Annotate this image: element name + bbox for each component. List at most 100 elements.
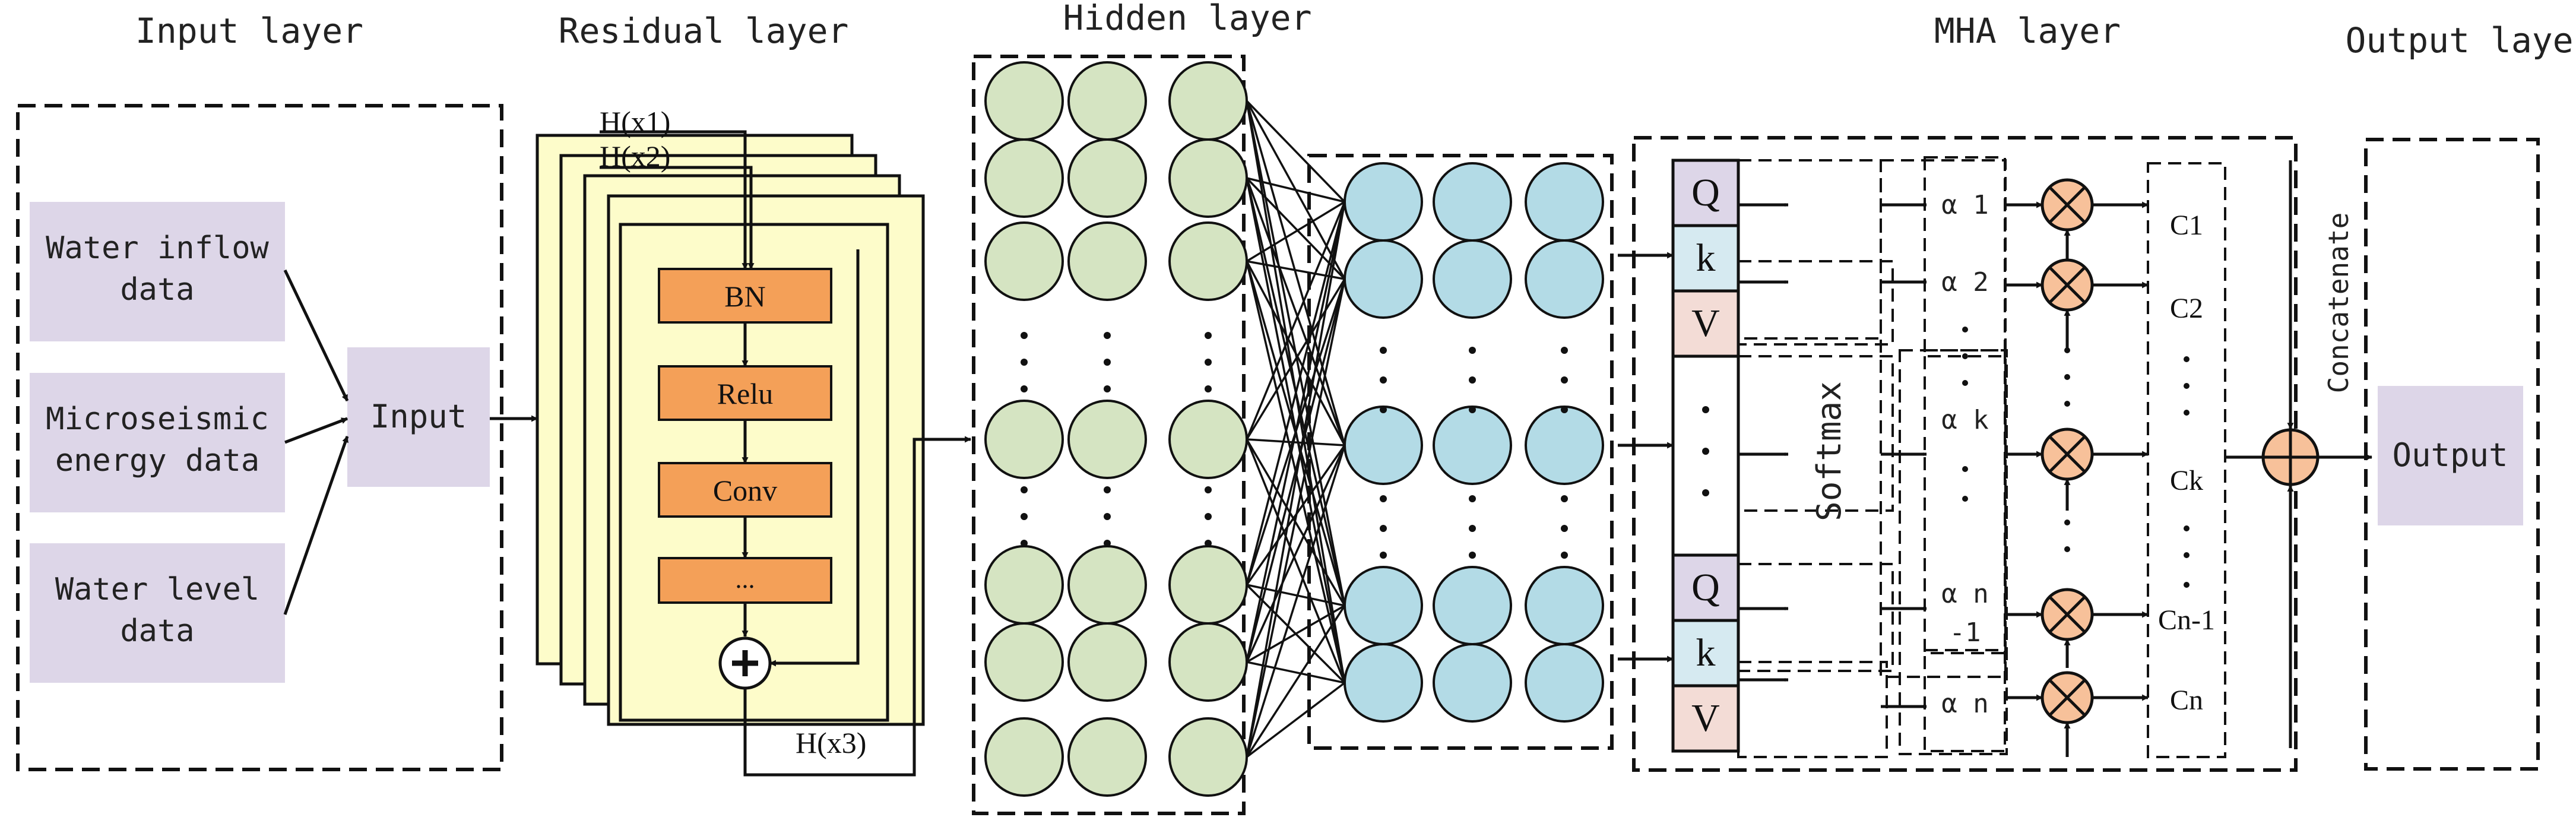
neuron-green [1168, 545, 1248, 625]
q-box-top [1671, 159, 1740, 227]
microseismic-label-2: energy data [55, 443, 259, 479]
multiply-ellipsis-dot [2064, 401, 2070, 407]
connection-line [1246, 278, 1346, 663]
arrow-inflow-to-input [283, 269, 349, 402]
circle-times-icon-stroke [2048, 596, 2086, 634]
neuron-green [984, 717, 1064, 797]
neuron-ellipsis-dot [1205, 332, 1212, 339]
neuron-ellipsis-dot [1104, 385, 1111, 392]
alpha-ellipsis-dot-3 [1962, 380, 1968, 386]
c-ellipsis-dot-2 [2184, 383, 2190, 389]
water-level-label-1: Water level [55, 572, 259, 607]
output-box-label: Output [2392, 436, 2508, 474]
ck-label: Ck [2170, 465, 2203, 496]
neuron-ellipsis-dot [1561, 525, 1568, 532]
mha-layer: Q k V Q k V Softmax α 1 [1618, 136, 2373, 772]
neuron-green [984, 138, 1064, 218]
neuron-green [984, 545, 1064, 625]
connection-line [1246, 605, 1346, 758]
neuron-ellipsis-dots [1021, 332, 1568, 559]
context-block [2147, 162, 2226, 758]
residual-layer: H(x1) H(x2) BN Relu Conv ... H(x3) [536, 105, 972, 777]
neuron-ellipsis-dot [1380, 376, 1387, 384]
connection-line [1246, 278, 1346, 758]
neuron-green [984, 400, 1064, 479]
neuron-blue [1344, 162, 1423, 242]
neuron-ellipsis-dot [1469, 495, 1476, 502]
neuron-green [1067, 138, 1147, 218]
input-box-label: Input [370, 398, 467, 435]
neuron-blue [1433, 566, 1512, 645]
neuron-blue [1433, 162, 1512, 242]
conv-box [658, 462, 832, 518]
output-layer-title: Output layer [2345, 20, 2576, 61]
bn-label: BN [724, 280, 765, 313]
neuron-ellipsis-dot [1021, 385, 1028, 392]
neuron-blue [1433, 406, 1512, 485]
qkv-ellipsis-dot-3 [1702, 489, 1709, 496]
head-block-2 [1737, 260, 1894, 346]
neuron-green [1168, 61, 1248, 141]
neuron-ellipsis-dot [1380, 347, 1387, 354]
neuron-blue [1344, 406, 1423, 485]
head-block-1 [1737, 159, 1882, 340]
multiply-ellipsis-dot [2064, 520, 2070, 525]
neuron-ellipsis-dot [1104, 359, 1111, 366]
c-ellipsis-dot-3 [2184, 410, 2190, 416]
h-x3-label: H(x3) [796, 726, 866, 759]
cn-1-label: Cn-1 [2158, 604, 2215, 636]
output-layer-frame [2364, 138, 2540, 771]
k-label-bottom: k [1696, 631, 1716, 674]
connection-line [1246, 178, 1346, 446]
k-label-top: k [1696, 236, 1716, 280]
neuron-ellipsis-dot [1205, 540, 1212, 547]
c-ellipsis-dot-5 [2184, 552, 2190, 558]
neuron-green [1067, 622, 1147, 702]
multiply-ellipsis-dot [2064, 374, 2070, 380]
arrow-h-x2-to-bn [600, 166, 755, 270]
microseismic-box [30, 373, 285, 512]
circle-times-icon-stroke [2048, 186, 2086, 224]
v-label-bottom: V [1691, 696, 1720, 740]
neuron-ellipsis-dot [1021, 513, 1028, 520]
head-block-k [1737, 355, 1894, 512]
neuron-ellipsis-dot [1205, 359, 1212, 366]
alpha-ellipsis-dot-4 [1962, 466, 1968, 472]
q-box-bottom [1671, 553, 1740, 622]
connection-line [1246, 201, 1346, 758]
conv-label: Conv [713, 474, 777, 507]
c1-label: C1 [2170, 210, 2203, 241]
qkv-ellipsis-dot-1 [1702, 406, 1709, 413]
neuron-green [1168, 717, 1248, 797]
neuron-ellipsis-dot [1021, 359, 1028, 366]
mha-layer-title: MHA layer [1934, 11, 2121, 51]
neuron-green [984, 61, 1064, 141]
neuron-green [1168, 400, 1248, 479]
arrow-residual-to-hidden [743, 436, 972, 777]
neuron-ellipsis-dot [1021, 486, 1028, 493]
alpha-2-label: α 2 [1941, 267, 1988, 297]
full-connection-mesh [1246, 100, 1346, 758]
input-layer-frame [16, 104, 503, 771]
neuron-ellipsis-dot [1380, 552, 1387, 559]
neuron-ellipsis-dot [1380, 525, 1387, 532]
connection-line [1246, 445, 1346, 663]
input-box [347, 347, 490, 487]
arrow-level-to-input [283, 435, 349, 615]
cn-label: Cn [2170, 685, 2203, 716]
neuron-ellipsis-dot [1561, 347, 1568, 354]
q-label-bottom: Q [1691, 566, 1720, 609]
alpha-1-label: α 1 [1941, 190, 1988, 220]
connection-line [1246, 100, 1346, 203]
connection-line [1246, 100, 1346, 446]
connection-line [1246, 201, 1346, 585]
k-box-top [1671, 224, 1740, 293]
neuron-ellipsis-dot [1561, 406, 1568, 413]
connection-line [1246, 201, 1345, 262]
v-box-top [1671, 289, 1740, 358]
water-inflow-label-1: Water inflow [46, 230, 269, 266]
arrow-micro-to-input [284, 417, 348, 444]
multiply-ellipsis-dot [2064, 546, 2070, 552]
neuron-green [1067, 61, 1147, 141]
